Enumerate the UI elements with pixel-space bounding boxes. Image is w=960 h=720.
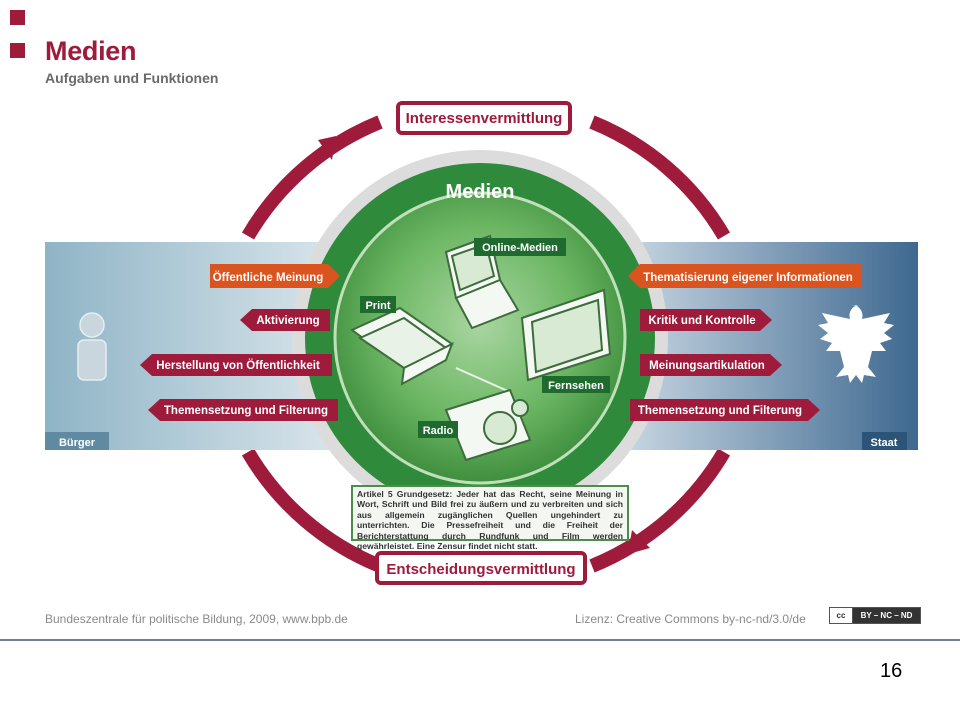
right-arrow-1: Thematisierung eigener Informationen: [628, 264, 862, 288]
right-arrow-2: Kritik und Kontrolle: [640, 309, 772, 331]
outer-ring: [241, 115, 731, 573]
right-arrow-2-label: Kritik und Kontrolle: [648, 315, 755, 327]
ring-label-bottom: Entscheidungsvermittlung: [375, 551, 587, 585]
bullet-square-top: [10, 10, 25, 25]
person-icon: [77, 312, 107, 381]
panel-label-staat: Staat: [871, 437, 898, 449]
footer-license: Lizenz: Creative Commons by-nc-nd/3.0/de: [575, 612, 806, 626]
right-arrow-3-label: Meinungsartikulation: [649, 360, 765, 372]
center-title: Medien: [446, 181, 515, 203]
ring-arrowhead-icon: [318, 136, 336, 160]
left-arrow-3: Herstellung von Öffentlichkeit: [140, 354, 332, 376]
ring-arrowhead-icon: [628, 530, 650, 554]
article-5-box: Artikel 5 Grundgesetz: Jeder hat das Rec…: [351, 485, 629, 551]
left-arrow-1: Öffentliche Meinung: [210, 264, 340, 288]
cc-icon: cc: [830, 608, 853, 623]
ring-label-top: Interessenvermittlung: [396, 101, 572, 135]
left-arrow-1-label: Öffentliche Meinung: [213, 271, 324, 284]
footer-divider: [0, 639, 960, 641]
center-disc: [333, 191, 627, 485]
eagle-icon: [818, 305, 894, 383]
panel-label-buerger-bg: [45, 432, 109, 450]
label-tv-bg: [542, 376, 610, 393]
panel-label-buerger: Bürger: [59, 437, 96, 449]
ring-bottom-text: Entscheidungsvermittlung: [386, 561, 575, 578]
left-arrow-4: Themensetzung und Filterung: [148, 399, 338, 421]
panel-label-staat-bg: [862, 432, 907, 450]
footer-source: Bundeszentrale für politische Bildung, 2…: [45, 612, 348, 626]
label-print: Print: [365, 300, 390, 312]
label-radio: Radio: [423, 425, 454, 437]
right-arrow-4-label: Themensetzung und Filterung: [638, 405, 802, 417]
page-title: Medien: [45, 36, 137, 66]
tv-icon: [520, 288, 612, 382]
label-print-bg: [360, 296, 396, 313]
label-online-bg: [474, 238, 566, 256]
media-functions-diagram: Interessenvermittlung Entscheidungsvermi…: [45, 101, 918, 585]
label-online: Online-Medien: [482, 242, 558, 254]
label-radio-bg: [418, 421, 458, 438]
cc-license-terms: BY – NC – ND: [853, 608, 920, 623]
left-arrow-3-label: Herstellung von Öffentlichkeit: [156, 359, 320, 372]
ring-top-text: Interessenvermittlung: [406, 110, 563, 127]
right-arrow-4: Themensetzung und Filterung: [630, 399, 820, 421]
radio-icon: [444, 367, 532, 462]
page-number: 16: [880, 660, 903, 682]
left-arrow-2-label: Aktivierung: [256, 315, 319, 327]
label-tv: Fernsehen: [548, 380, 604, 392]
right-arrow-1-label: Thematisierung eigener Informationen: [643, 272, 853, 284]
cc-license-badge[interactable]: cc BY – NC – ND: [829, 607, 921, 624]
page-subtitle: Aufgaben und Funktionen: [45, 70, 219, 86]
right-arrow-3: Meinungsartikulation: [640, 354, 782, 376]
left-arrow-4-label: Themensetzung und Filterung: [164, 405, 328, 417]
newspaper-icon: [350, 306, 454, 386]
bullet-square-title: [10, 43, 25, 58]
left-arrow-2: Aktivierung: [240, 309, 330, 331]
